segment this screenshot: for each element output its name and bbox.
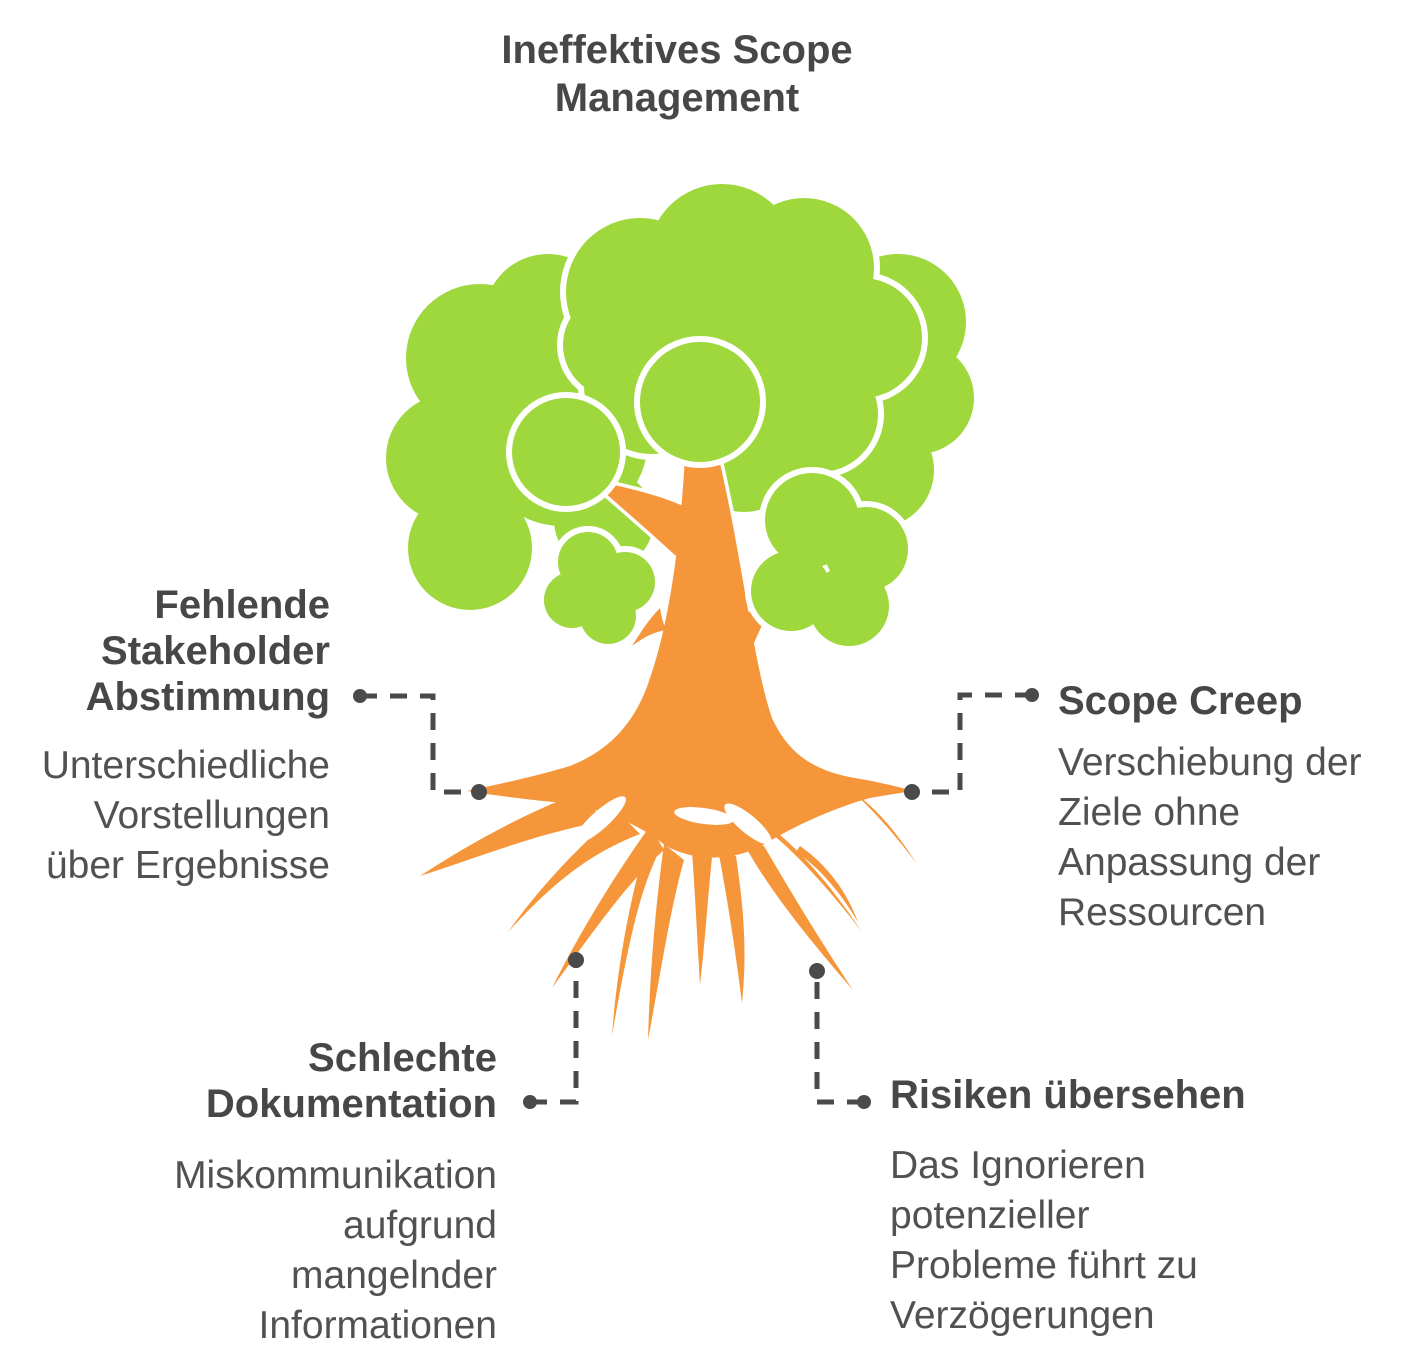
- connector-root-dot: [809, 963, 825, 979]
- connector-root-dot: [568, 952, 584, 968]
- connector-risiken: [809, 963, 871, 1109]
- label-scope-creep-desc: Verschiebung der Ziele ohne Anpassung de…: [1058, 741, 1362, 934]
- connector-dokumentation: [523, 952, 584, 1109]
- connector-arrow-dot: [353, 689, 367, 703]
- connector-stakeholder: [353, 689, 487, 800]
- connector-arrow-dot: [1025, 688, 1039, 702]
- connector-root-dot: [904, 784, 920, 800]
- connector-arrow-dot: [523, 1095, 537, 1109]
- page-title: Ineffektives Scope Management: [501, 28, 853, 120]
- label-stakeholder-title: Fehlende Stakeholder Abstimmung: [85, 583, 330, 719]
- label-dokumentation-title: Schlechte Dokumentation: [205, 1036, 497, 1126]
- label-stakeholder-desc: Unterschiedliche Vorstellungen über Erge…: [41, 744, 330, 887]
- root-gaps: [574, 796, 772, 845]
- label-risiken-title: Risiken übersehen: [890, 1073, 1246, 1117]
- connector-arrow-dot: [857, 1095, 871, 1109]
- canopy-cluster-small-left: [544, 532, 655, 644]
- connector-root-dot: [471, 784, 487, 800]
- label-risiken-desc: Das Ignorieren potenzieller Probleme füh…: [890, 1144, 1198, 1337]
- label-scope-creep-title: Scope Creep: [1058, 679, 1303, 723]
- label-dokumentation-desc: Miskommunikation aufgrund mangelnder Inf…: [174, 1154, 497, 1347]
- connector-scope-creep: [904, 688, 1039, 800]
